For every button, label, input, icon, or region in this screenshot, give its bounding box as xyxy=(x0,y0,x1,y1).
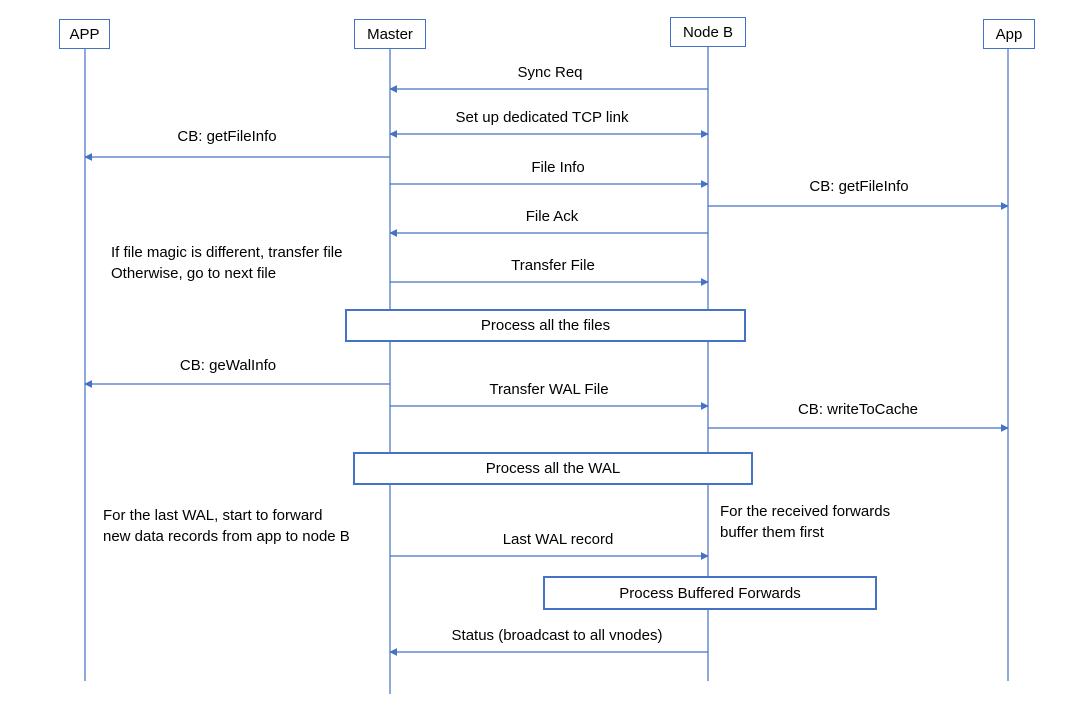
box-process-files: Process all the files xyxy=(345,309,746,342)
msg-last-wal-record: Last WAL record xyxy=(502,531,614,548)
participant-app-right-label: App xyxy=(995,25,1023,43)
box-process-buffered-label: Process Buffered Forwards xyxy=(619,584,801,602)
participant-app-left: APP xyxy=(59,19,110,49)
participant-app-right: App xyxy=(983,19,1035,49)
participant-master: Master xyxy=(354,19,426,49)
note-file-magic-line1: If file magic is different, transfer fil… xyxy=(111,244,343,261)
msg-sync-req: Sync Req xyxy=(517,64,583,81)
box-process-wal-label: Process all the WAL xyxy=(485,460,621,477)
msg-tcp-link: Set up dedicated TCP link xyxy=(455,109,629,126)
box-process-files-label: Process all the files xyxy=(480,317,611,334)
msg-transfer-wal-file: Transfer WAL File xyxy=(489,381,609,398)
msg-cb-getfileinfo-left: CB: getFileInfo xyxy=(177,128,277,145)
box-process-wal: Process all the WAL xyxy=(353,452,753,485)
note-file-magic-line2: Otherwise, go to next file xyxy=(111,265,277,282)
note-received-fwd-line1: For the received forwards xyxy=(720,503,891,520)
msg-cb-gewalinfo: CB: geWalInfo xyxy=(179,357,277,374)
box-process-buffered: Process Buffered Forwards xyxy=(543,576,877,610)
msg-transfer-file: Transfer File xyxy=(511,257,595,274)
participant-master-label: Master xyxy=(367,25,413,43)
note-received-fwd-line2: buffer them first xyxy=(720,524,824,541)
note-last-wal-line2: new data records from app to node B xyxy=(103,528,350,545)
note-last-wal-line1: For the last WAL, start to forward xyxy=(103,507,323,524)
participant-node-b-label: Node B xyxy=(682,23,734,41)
msg-cb-getfileinfo-right: CB: getFileInfo xyxy=(809,178,909,195)
msg-file-info: File Info xyxy=(531,159,585,176)
msg-cb-writetocache: CB: writeToCache xyxy=(797,401,919,418)
participant-app-left-label: APP xyxy=(69,25,100,43)
msg-status: Status (broadcast to all vnodes) xyxy=(451,627,663,644)
msg-file-ack: File Ack xyxy=(525,208,579,225)
participant-node-b: Node B xyxy=(670,17,746,47)
